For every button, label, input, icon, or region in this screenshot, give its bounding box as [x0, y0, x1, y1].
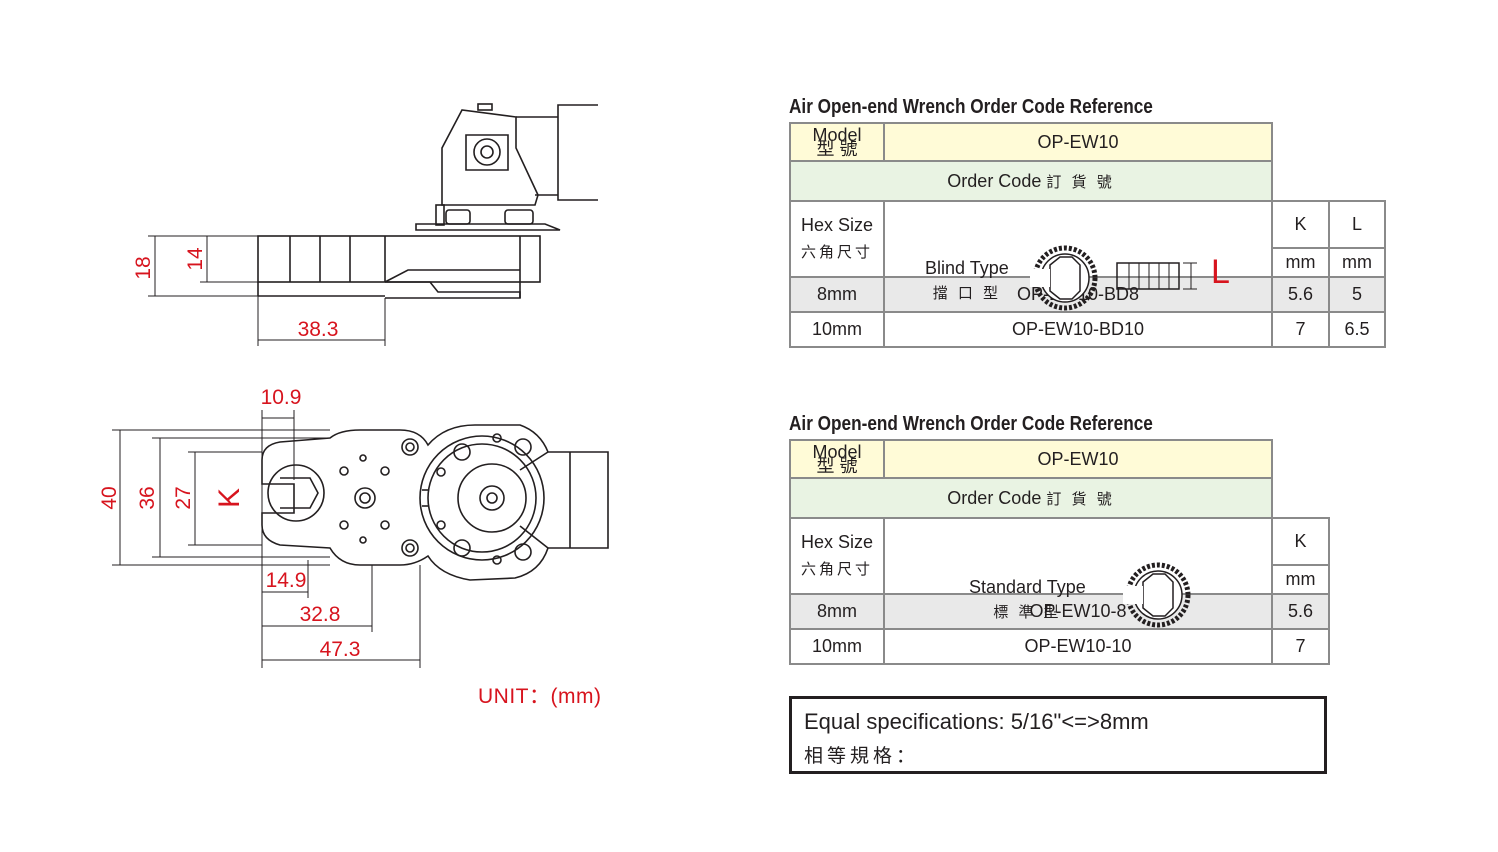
code-cell: OP-EW10-10 — [883, 628, 1273, 665]
top-view — [261, 424, 609, 581]
l-header: L — [1328, 199, 1386, 250]
table-row: 8mm OP-EW10-8 5.6 — [789, 593, 1330, 630]
k-cell: 7 — [1271, 311, 1330, 348]
k-unit: mm — [1271, 247, 1330, 278]
model-value: OP-EW10 — [883, 439, 1273, 479]
size-cell: 8mm — [789, 276, 885, 313]
order-code-label-zh: 訂 貨 號 — [1046, 490, 1115, 508]
technical-drawing: 18 14 38.3 10.9 40 36 27 K 14.9 32.8 47.… — [98, 103, 609, 668]
dim-14: 14 — [184, 247, 207, 271]
dim-k: K — [213, 488, 246, 508]
type-header: Standard Type 標 準 型 — [883, 517, 1273, 628]
model-label-zh: 型 號 — [816, 456, 858, 476]
order-code-label: Order Code — [947, 170, 1042, 191]
dim-14-9: 14.9 — [266, 569, 307, 592]
l-cell: 6.5 — [1328, 311, 1386, 348]
k-unit: mm — [1271, 564, 1330, 595]
equal-spec-label: Equal specifications: — [804, 709, 1005, 734]
standard-wrench-ring-icon — [1123, 562, 1191, 628]
model-header: Model 型 號 — [789, 122, 885, 162]
type-label-zh: 標 準 型 — [993, 604, 1062, 621]
size-cell: 8mm — [789, 593, 885, 630]
k-cell: 5.6 — [1271, 593, 1330, 630]
equal-spec-box: Equal specifications: 5/16"<=>8mm 相等規格： — [789, 696, 1327, 774]
type-label-zh: 擋 口 型 — [932, 285, 1002, 302]
blind-wrench-ring-icon — [1030, 245, 1098, 311]
table2-title: Air Open-end Wrench Order Code Reference — [789, 413, 1153, 435]
model-label-zh: 型 號 — [816, 139, 858, 159]
hex-size-header: Hex Size 六角尺寸 — [789, 517, 885, 595]
table-row: 10mm OP-EW10-10 7 — [789, 628, 1330, 665]
code-cell: OP-EW10-BD10 — [883, 311, 1273, 348]
order-table-standard: Model 型 號 OP-EW10 Order Code 訂 貨 號 Hex S… — [789, 439, 1330, 665]
table1-title: Air Open-end Wrench Order Code Reference — [789, 96, 1153, 118]
size-cell: 10mm — [789, 628, 885, 665]
order-table-blind: Model 型 號 OP-EW10 Order Code 訂 貨 號 Hex S… — [789, 122, 1386, 348]
table-row: 8mm OP-EW10-BD8 5.6 5 — [789, 276, 1386, 313]
model-header: Model 型 號 — [789, 439, 885, 479]
l-cell: 5 — [1328, 276, 1386, 313]
side-profile-icon — [1116, 262, 1197, 290]
type-header: Blind Type 擋 口 型 — [883, 200, 1273, 311]
dim-38-3: 38.3 — [298, 318, 339, 341]
size-cell: 10mm — [789, 311, 885, 348]
hex-size-label-zh: 六角尺寸 — [800, 561, 873, 578]
unit-label: UNIT：(mm) — [478, 685, 602, 708]
dim-27: 27 — [172, 486, 195, 509]
order-code-label: Order Code — [947, 487, 1042, 508]
hex-size-label: Hex Size — [800, 215, 874, 235]
dim-18: 18 — [132, 256, 155, 279]
dim-36: 36 — [136, 486, 159, 509]
k-header: K — [1271, 199, 1330, 250]
table-row: 10mm OP-EW10-BD10 7 6.5 — [789, 311, 1386, 348]
order-code-label-zh: 訂 貨 號 — [1046, 173, 1115, 191]
dim-10-9: 10.9 — [261, 386, 302, 409]
diagram-l-label: L — [1211, 253, 1230, 291]
side-view — [257, 103, 598, 299]
model-value: OP-EW10 — [883, 122, 1273, 162]
model-label-en: Model — [812, 442, 862, 462]
model-label-en: Model — [812, 125, 862, 145]
hex-size-header: Hex Size 六角尺寸 — [789, 200, 885, 278]
hex-size-label-zh: 六角尺寸 — [800, 244, 873, 261]
equal-spec-value: 5/16"<=>8mm — [1010, 709, 1149, 734]
hex-size-label: Hex Size — [800, 532, 874, 552]
dim-32-8: 32.8 — [300, 603, 341, 626]
k-cell: 5.6 — [1271, 276, 1330, 313]
dim-40: 40 — [98, 486, 121, 509]
equal-spec-label-zh: 相等規格： — [804, 746, 920, 767]
dim-47-3: 47.3 — [320, 638, 361, 661]
k-header: K — [1271, 516, 1330, 567]
k-cell: 7 — [1271, 628, 1330, 665]
type-label: Standard Type — [969, 577, 1086, 597]
code-cell: OP-EW10-8 — [883, 593, 1273, 630]
type-label: Blind Type — [925, 258, 1009, 278]
order-code-header: Order Code 訂 貨 號 — [789, 160, 1273, 202]
l-unit: mm — [1328, 247, 1386, 278]
order-code-header: Order Code 訂 貨 號 — [789, 477, 1273, 519]
